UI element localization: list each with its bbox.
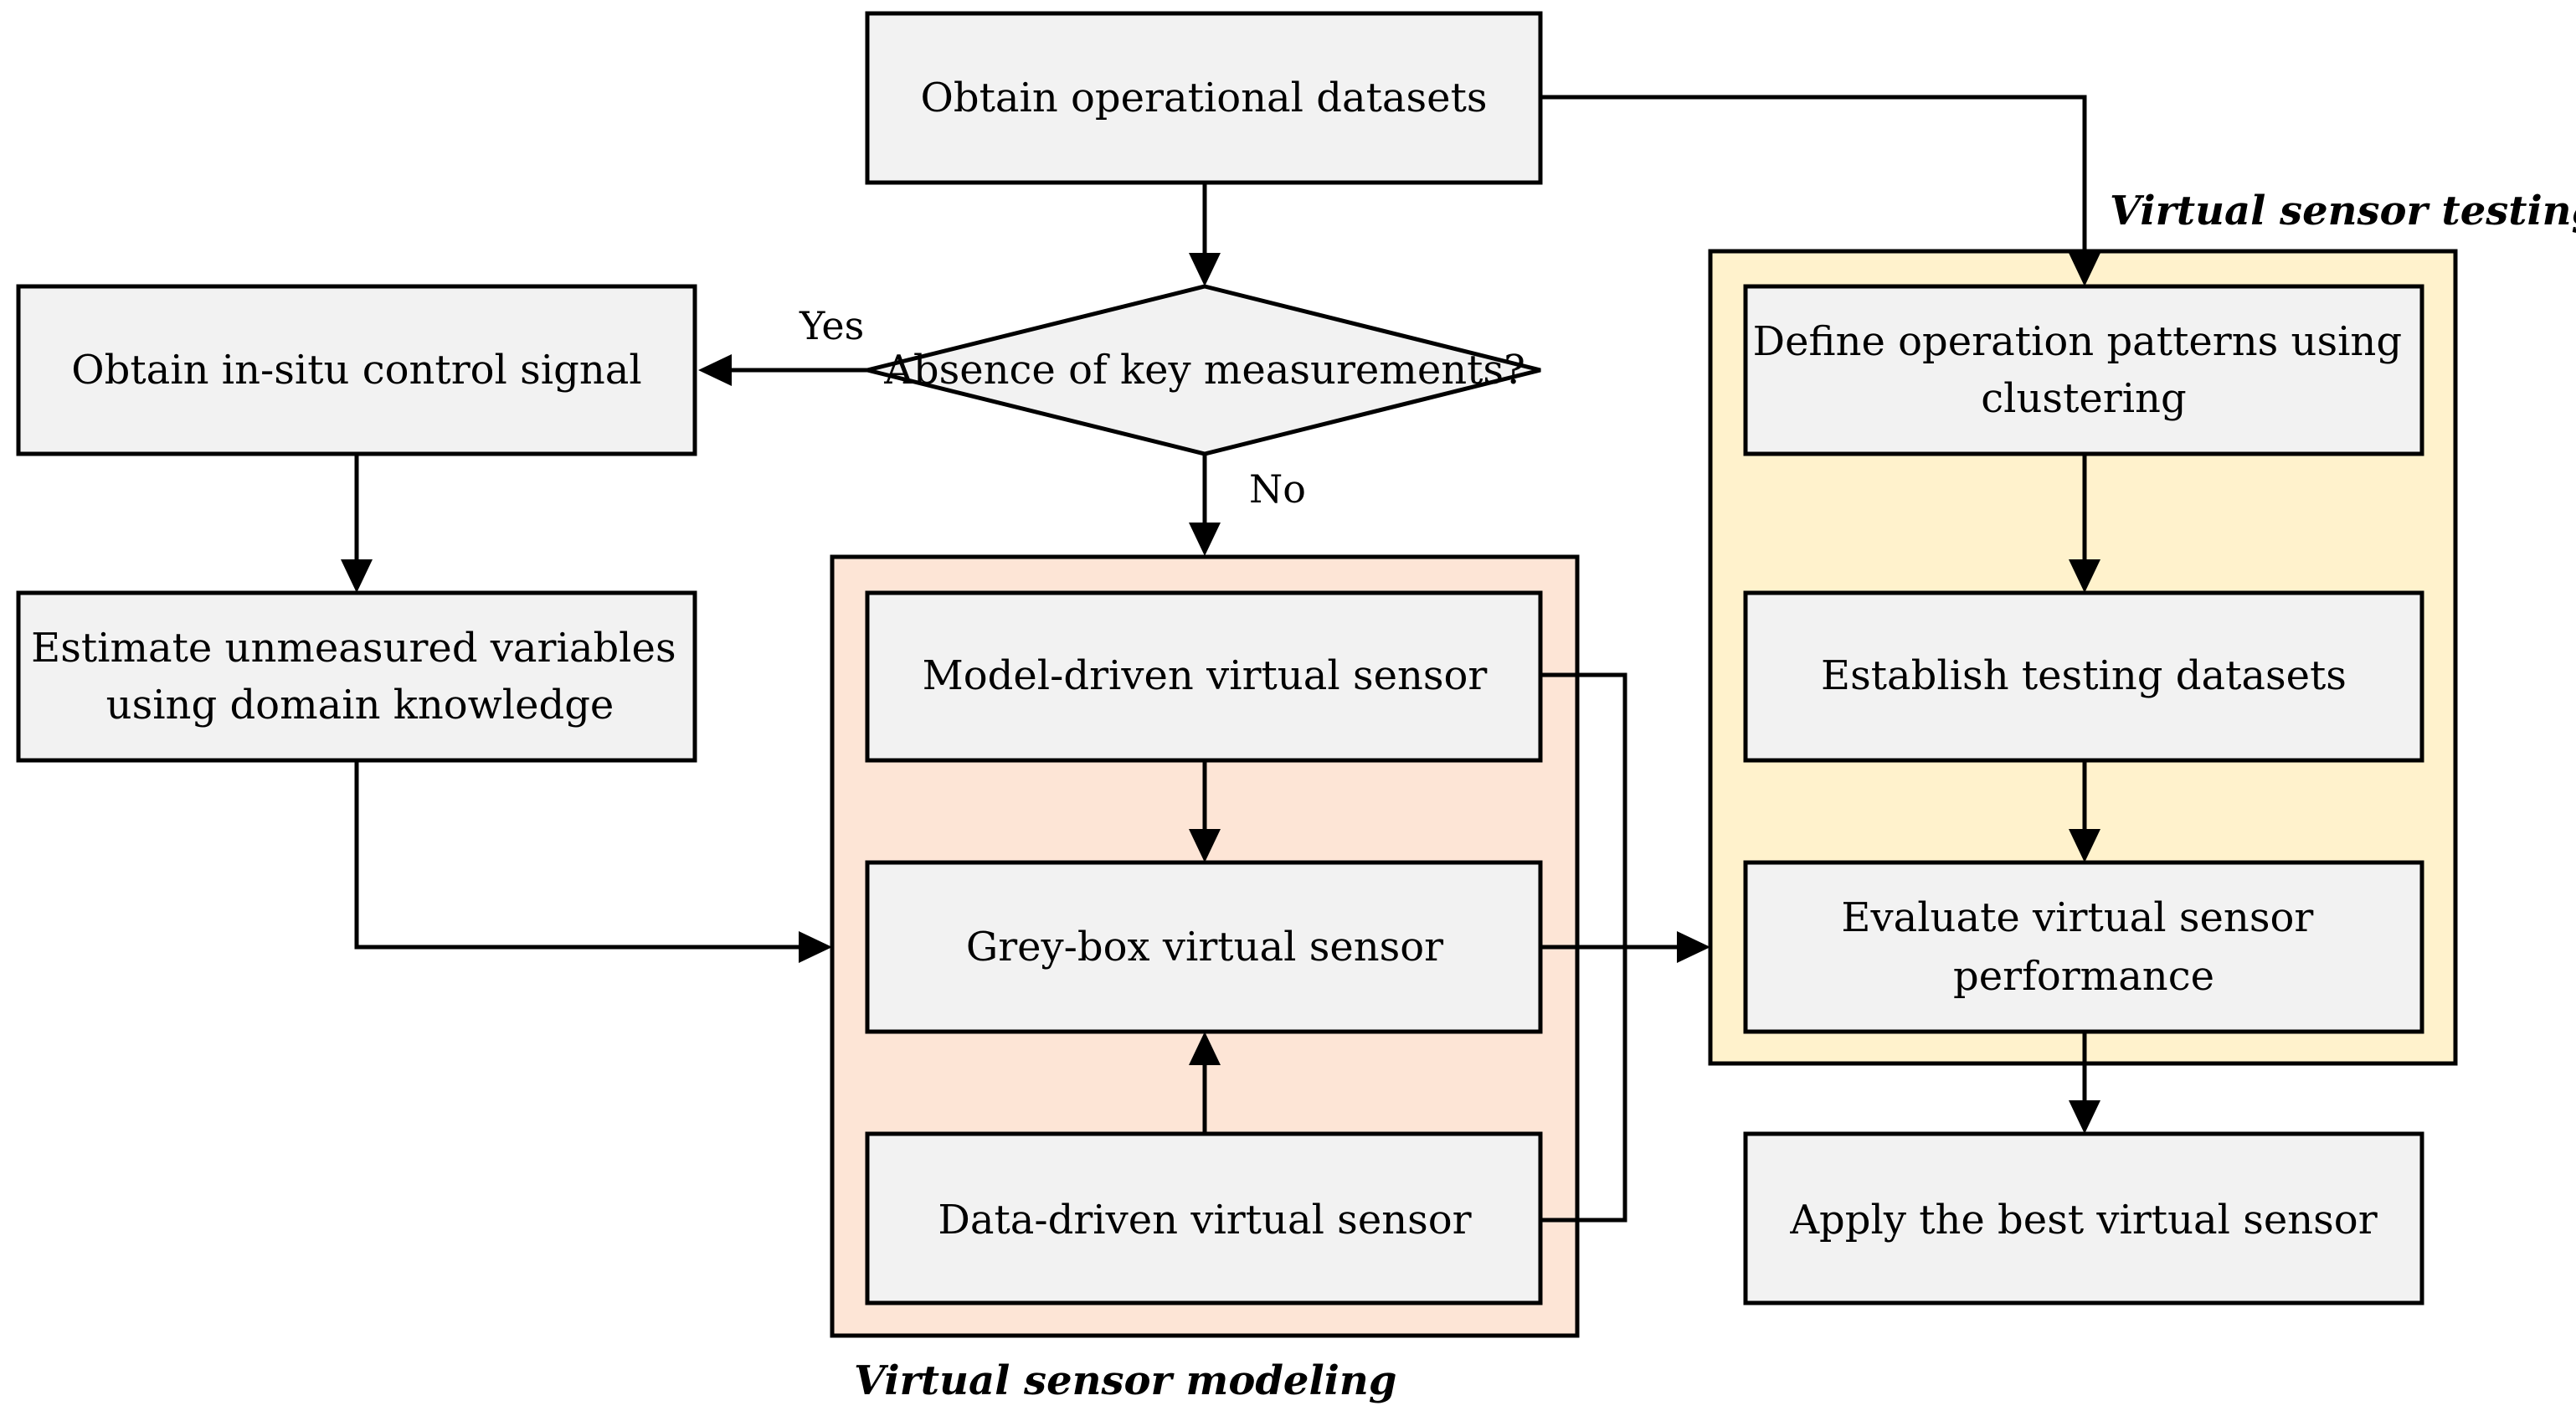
node-establish-datasets-box [1743, 590, 2424, 763]
node-obtain-datasets-label: Obtain operational datasets [921, 75, 1488, 121]
node-grey-box: Grey-box virtual sensor [865, 860, 1543, 1034]
node-apply-best-label: Apply the best virtual sensor [1789, 1197, 2377, 1244]
virtual-sensor-modeling-title: Virtual sensor modeling [854, 1357, 1396, 1404]
node-data-driven: Data-driven virtual sensor [865, 1131, 1543, 1305]
node-model-driven: Model-driven virtual sensor [865, 590, 1543, 763]
decision-diamond [866, 284, 1541, 456]
node-define-patterns-line2: clustering [1981, 375, 2186, 422]
node-define-patterns-label: Define operation patterns using clusteri… [1753, 318, 2415, 422]
node-establish-datasets-label: Establish testing datasets [1821, 652, 2347, 699]
node-apply-best: Apply the best virtual sensor [1743, 1131, 2424, 1305]
node-estimate-variables-label: Estimate unmeasured variables using doma… [31, 625, 689, 729]
connectors [354, 95, 2087, 1223]
node-apply-best-box [1743, 1131, 2424, 1305]
arrowhead-to-estimate [341, 559, 373, 593]
node-estimate-variables-box [16, 590, 697, 763]
node-define-patterns-line1: Define operation patterns using [1753, 318, 2402, 365]
arrowhead-to-control-signal [698, 354, 732, 386]
decision-label: Absence of key measurements? [883, 347, 1525, 394]
edge-datasets-to-define-patterns [1540, 95, 2087, 256]
arrowhead-to-define-patterns [2069, 253, 2100, 286]
virtual-sensor-testing-title: Virtual sensor testing [2110, 188, 2576, 234]
node-grey-box-box [865, 860, 1543, 1034]
node-evaluate-performance-line2: performance [1953, 953, 2214, 1000]
node-data-driven-box [865, 1131, 1543, 1305]
node-obtain-control-signal-box [16, 284, 697, 456]
node-evaluate-performance-label: Evaluate virtual sensor performance [1841, 894, 2326, 1000]
node-estimate-variables: Estimate unmeasured variables using doma… [16, 590, 697, 763]
node-define-patterns-box [1743, 284, 2424, 456]
node-model-driven-label: Model-driven virtual sensor [923, 652, 1488, 699]
arrowhead-to-grey-box-from-top [1189, 829, 1221, 862]
node-establish-datasets: Establish testing datasets [1743, 590, 2424, 763]
arrowhead-to-decision [1189, 253, 1221, 286]
node-grey-box-label: Grey-box virtual sensor [966, 924, 1443, 971]
node-evaluate-performance: Evaluate virtual sensor performance [1743, 860, 2424, 1034]
node-define-patterns: Define operation patterns using clusteri… [1743, 284, 2424, 456]
node-obtain-control-signal-label: Obtain in-situ control signal [71, 347, 641, 394]
node-obtain-datasets-box [865, 11, 1543, 185]
arrowhead-to-grey-box-from-bottom [1189, 1032, 1221, 1065]
node-data-driven-label: Data-driven virtual sensor [938, 1197, 1471, 1244]
node-model-driven-box [865, 590, 1543, 763]
edge-label-yes: Yes [799, 303, 864, 348]
arrowhead-to-evaluate [1677, 931, 1710, 963]
arrowhead-to-establish [2069, 559, 2100, 593]
arrowhead-estimate-to-grey-box [799, 931, 832, 963]
node-estimate-variables-line2: using domain knowledge [106, 682, 614, 729]
node-obtain-control-signal: Obtain in-situ control signal [16, 284, 697, 456]
arrowhead-to-evaluate-from-top [2069, 829, 2100, 862]
node-evaluate-performance-box [1743, 860, 2424, 1034]
edge-label-no: No [1249, 466, 1306, 512]
node-decision: Absence of key measurements? [866, 284, 1541, 456]
node-estimate-variables-line1: Estimate unmeasured variables [31, 625, 676, 672]
edge-estimate-to-modeling-group [354, 760, 802, 950]
arrowheads [341, 253, 2100, 1134]
arrowhead-to-modeling-group [1189, 523, 1221, 556]
node-evaluate-performance-line1: Evaluate virtual sensor [1841, 894, 2313, 941]
node-obtain-datasets: Obtain operational datasets [865, 11, 1543, 185]
arrowhead-to-apply [2069, 1100, 2100, 1134]
